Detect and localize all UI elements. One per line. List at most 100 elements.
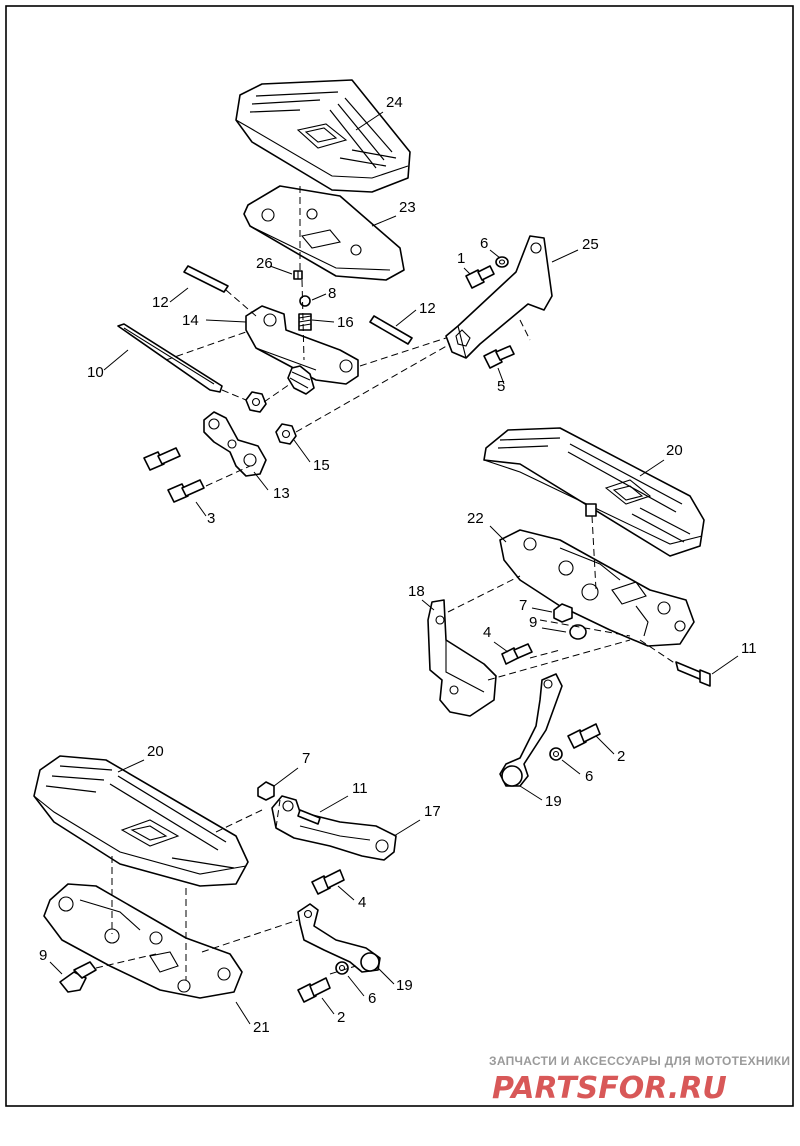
part-5-bolt [483,345,515,369]
callout-leader-16 [311,319,335,323]
part-4-bolt-left [311,869,345,895]
callout-20: 20 [147,743,164,760]
callout-16: 16 [337,314,354,331]
callout-4: 4 [483,624,491,641]
callout-leader-3 [195,501,207,517]
part-3-bolt-lower [167,479,205,503]
callout-6: 6 [480,235,488,252]
callout-11: 11 [352,780,368,797]
part-11-bolt-right [675,661,711,687]
callout-leader-5 [497,367,505,385]
callout-18: 18 [408,583,425,600]
part-15-nut-lower [275,423,297,445]
callout-leader-2 [321,997,335,1015]
part-12-pin-right [369,315,413,345]
callout-leader-11 [319,795,349,813]
callout-3: 3 [207,510,215,527]
callout-leader-20 [117,759,145,773]
part-22-footboard-base-right [499,529,695,647]
part-18-bracket [427,599,497,717]
part-26-screw [293,270,303,280]
callout-leader-13 [253,471,269,491]
part-12-pin-left [183,265,229,293]
callout-leader-20 [639,459,665,477]
callout-leader-25 [551,249,579,263]
callout-leader-17 [393,819,421,837]
callout-leader-21 [235,1001,251,1025]
callout-7: 7 [302,750,310,767]
callout-2: 2 [337,1009,345,1026]
callout-leader-4 [493,641,509,653]
callout-26: 26 [256,255,273,272]
callout-leader-12 [169,287,189,303]
part-23-footboard-base [243,185,405,281]
diagram-border [5,5,794,1107]
callout-leader-24 [355,111,384,131]
callout-12: 12 [152,294,169,311]
callout-13: 13 [273,485,290,502]
part-13-linkage-arm [203,411,267,477]
callout-20: 20 [666,442,683,459]
callout-leader-15 [293,439,311,463]
callout-leader-19 [377,967,395,985]
callout-21: 21 [253,1019,270,1036]
callout-22: 22 [467,510,484,527]
callout-leader-6 [347,975,365,997]
part-19-lever-right [499,673,563,787]
part-25-mount-arm [445,235,553,359]
callout-9: 9 [529,614,537,631]
callout-leader-9 [541,627,567,633]
part-17-mount-arm [271,795,397,861]
part-19-lever-left [297,903,381,973]
callout-25: 25 [582,236,599,253]
callout-leader-23 [371,215,397,227]
callout-19: 19 [396,977,413,994]
callout-15: 15 [313,457,330,474]
part-6-washer-left [335,961,349,975]
part-2-bolt-left [297,977,331,1003]
callout-19: 19 [545,793,562,810]
callout-14: 14 [182,312,199,329]
callout-leader-6 [561,759,581,775]
callout-leader-14 [205,319,247,323]
callout-leader-18 [421,599,435,611]
callout-6: 6 [368,990,376,1007]
callout-2: 2 [617,748,625,765]
callout-leader-10 [103,349,129,371]
part-9-stud-left [59,961,97,993]
callout-6: 6 [585,768,593,785]
callout-1: 1 [457,250,465,267]
callout-24: 24 [386,94,403,111]
callout-leader-4 [337,885,355,901]
part-6-washer-right [549,747,563,761]
part-11-bolt-left [297,809,321,825]
part-2-bolt-right [567,723,601,749]
part-24-footboard-pad [235,79,411,193]
part-7-nut-right [553,603,573,623]
part-16-spring [298,313,312,331]
callout-leader-19 [519,785,543,801]
part-21-footboard-base-left [43,883,243,999]
callout-leader-7 [531,607,553,613]
callout-leader-12 [395,309,417,327]
callout-8: 8 [328,285,336,302]
callout-11: 11 [741,640,757,657]
part-10-spring-plate [117,323,223,393]
part-7-nut-left [257,781,275,801]
leader-lines [49,111,739,1025]
callout-leader-9 [49,961,63,975]
callout-leader-26 [269,265,293,275]
part-6-washer [495,256,509,268]
callout-leader-6 [489,249,501,259]
part-4-bolt-right [501,643,533,665]
part-3-bolt-upper [143,447,181,471]
callout-17: 17 [424,803,441,820]
callout-leader-7 [273,767,299,787]
callout-9: 9 [39,947,47,964]
part-14-bracket [245,305,359,395]
part-1-bolt [465,265,495,289]
callout-12: 12 [419,300,436,317]
part-15-nut-upper [245,391,267,413]
